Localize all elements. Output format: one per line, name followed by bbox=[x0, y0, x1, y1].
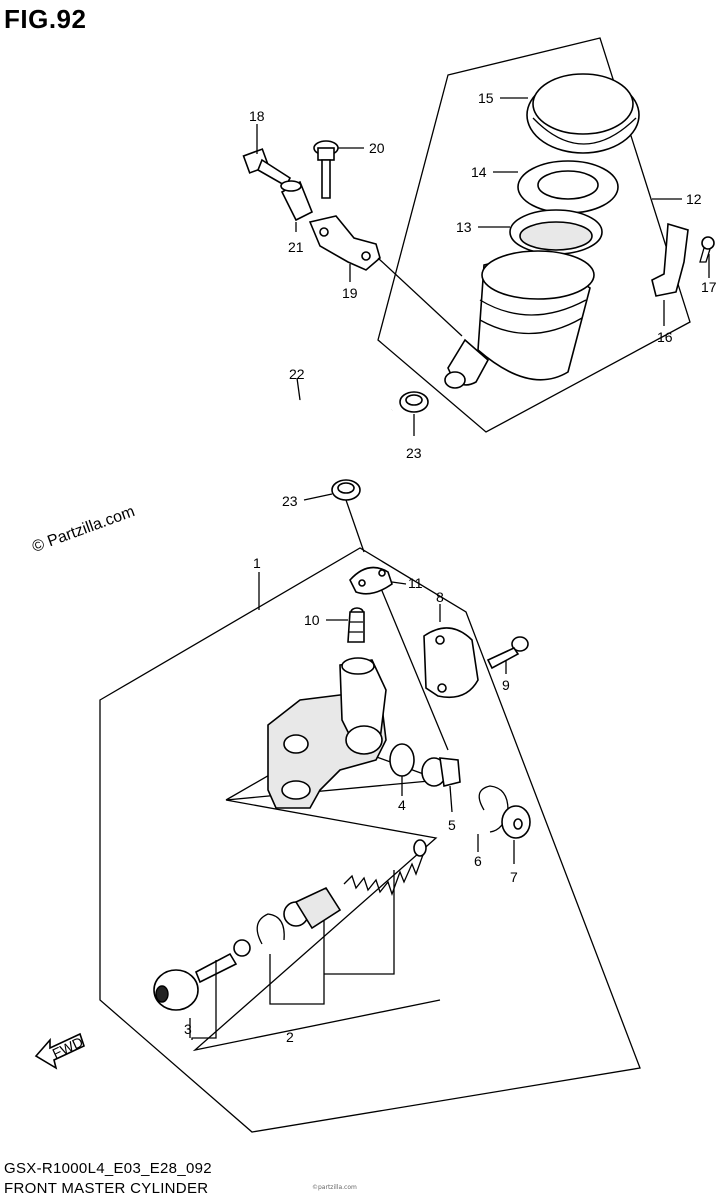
callout-2: 2 bbox=[286, 1029, 294, 1045]
callout-7: 7 bbox=[510, 869, 518, 885]
figure-name: FRONT MASTER CYLINDER bbox=[4, 1180, 209, 1197]
callout-18: 18 bbox=[249, 108, 265, 124]
holder-bolt bbox=[486, 636, 529, 670]
callout-21: 21 bbox=[288, 239, 304, 255]
callout-15: 15 bbox=[478, 90, 494, 106]
cylinder-holder bbox=[423, 627, 479, 699]
bleeder-valve bbox=[347, 607, 365, 643]
hose-clamp-upper bbox=[399, 391, 429, 413]
callout-4: 4 bbox=[398, 797, 406, 813]
collar bbox=[280, 180, 314, 222]
callout-3: 3 bbox=[184, 1021, 192, 1037]
model-code: GSX-R1000L4_E03_E28_092 bbox=[4, 1160, 212, 1177]
piston-spring bbox=[343, 839, 427, 896]
callout-10: 10 bbox=[304, 612, 320, 628]
callout-22: 22 bbox=[289, 366, 305, 382]
master-cylinder-body bbox=[267, 657, 387, 809]
callout-labels: 1 2 3 4 5 6 7 8 9 10 11 12 13 14 15 16 1… bbox=[184, 90, 717, 1045]
callout-11: 11 bbox=[408, 575, 423, 591]
callout-17: 17 bbox=[701, 279, 717, 295]
callout-1: 1 bbox=[253, 555, 261, 571]
callout-20: 20 bbox=[369, 140, 385, 156]
callout-6: 6 bbox=[474, 853, 482, 869]
callout-12: 12 bbox=[686, 191, 702, 207]
callout-23-upper: 23 bbox=[406, 445, 422, 461]
push-rod bbox=[153, 939, 251, 1011]
bracket-bolt bbox=[699, 236, 715, 263]
reservoir-cap bbox=[526, 73, 640, 154]
callout-8: 8 bbox=[436, 589, 444, 605]
reservoir-group-box bbox=[377, 37, 691, 433]
hose-guide-plate bbox=[349, 566, 393, 595]
callout-23-lower: 23 bbox=[282, 493, 298, 509]
leader-lines bbox=[189, 97, 710, 1040]
hose-connector bbox=[421, 757, 461, 787]
diaphragm-plate bbox=[517, 160, 619, 214]
hose-clamp-lower bbox=[331, 479, 361, 501]
callout-13: 13 bbox=[456, 219, 472, 235]
fwd-arrow-icon: FWD bbox=[34, 1032, 86, 1070]
callout-19: 19 bbox=[342, 285, 358, 301]
fine-print: ©partzilla.com bbox=[312, 1184, 357, 1191]
bolt-18 bbox=[242, 148, 292, 188]
bolt-20 bbox=[313, 140, 339, 199]
boot-cover bbox=[501, 805, 531, 839]
diaphragm bbox=[509, 209, 603, 255]
reservoir-hose bbox=[257, 394, 397, 467]
callout-16: 16 bbox=[657, 329, 673, 345]
reservoir-body bbox=[444, 250, 595, 389]
piston bbox=[283, 886, 342, 930]
callout-9: 9 bbox=[502, 677, 510, 693]
figure-title: FIG.92 bbox=[4, 4, 87, 34]
piston-circlip bbox=[256, 913, 285, 945]
reservoir-bracket bbox=[651, 222, 689, 297]
callout-5: 5 bbox=[448, 817, 456, 833]
o-ring bbox=[389, 743, 415, 777]
fwd-label: FWD bbox=[50, 1034, 86, 1062]
reservoir-stay bbox=[308, 215, 381, 271]
callout-14: 14 bbox=[471, 164, 487, 180]
master-cylinder-group-box bbox=[99, 547, 641, 1133]
